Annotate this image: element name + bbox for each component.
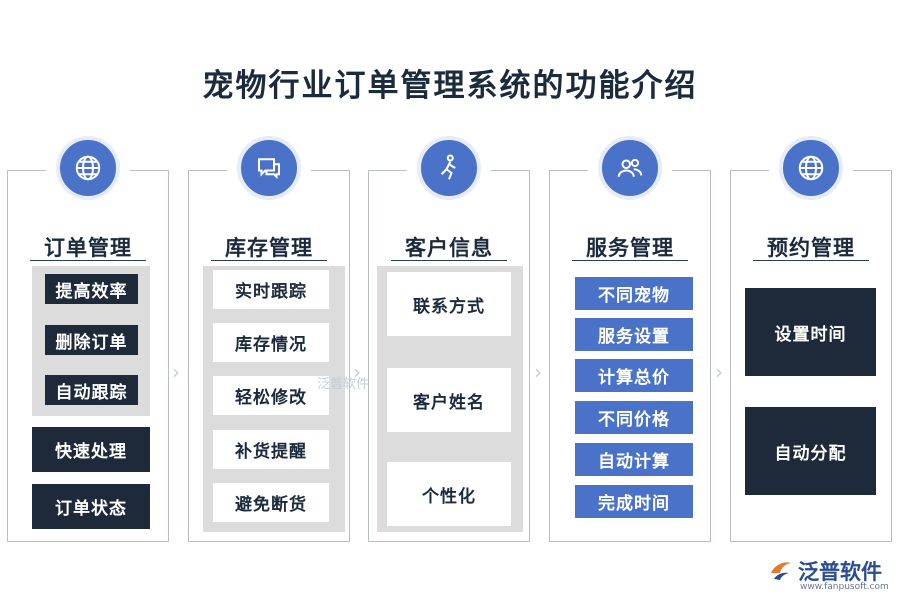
feature-box: 订单状态 (32, 484, 150, 529)
feature-box: 自动分配 (745, 407, 876, 495)
feature-box: 完成时间 (575, 485, 693, 518)
title-underline (391, 260, 507, 261)
title-underline (572, 260, 688, 261)
feature-box: 自动跟踪 (45, 375, 138, 405)
feature-box: 实时跟踪 (213, 270, 329, 309)
column-inventory-management: 库存管理 实时跟踪 库存情况 轻松修改 补货提醒 避免断货 (188, 136, 350, 542)
feature-box: 设置时间 (745, 288, 876, 376)
logo-icon (771, 562, 791, 580)
feature-box: 自动计算 (575, 443, 693, 476)
feature-box: 快速处理 (32, 427, 150, 472)
column-title: 预约管理 (767, 235, 855, 260)
page-title: 宠物行业订单管理系统的功能介绍 (202, 68, 698, 104)
brand-logo: 泛普软件 (768, 556, 882, 586)
feature-box: 计算总价 (575, 359, 693, 392)
globe-icon (779, 136, 843, 200)
feature-box: 客户姓名 (387, 368, 511, 432)
feature-box: 提高效率 (45, 274, 138, 304)
column-appointment-management: 预约管理 设置时间 自动分配 (730, 136, 892, 542)
feature-box: 个性化 (387, 462, 511, 526)
feature-box: 避免断货 (213, 483, 329, 522)
feature-box: 轻松修改 (213, 376, 329, 415)
feature-box: 服务设置 (575, 318, 693, 351)
title-underline (753, 260, 869, 261)
feature-box: 库存情况 (213, 323, 329, 362)
feature-box: 联系方式 (387, 272, 511, 336)
title-underline (211, 260, 327, 261)
column-order-management: 订单管理 提高效率 删除订单 自动跟踪 快速处理 订单状态 (7, 136, 169, 542)
chevron-right-icon: › (353, 360, 361, 384)
logo-url: www.fanpusoft.com (800, 582, 889, 592)
title-underline (30, 260, 146, 261)
column-customer-info: 客户信息 联系方式 客户姓名 个性化 (368, 136, 530, 542)
column-title: 订单管理 (44, 235, 132, 260)
column-title: 客户信息 (405, 235, 493, 260)
column-title: 服务管理 (586, 235, 674, 260)
globe-icon (56, 136, 120, 200)
chevron-right-icon: › (715, 360, 723, 384)
feature-box: 补货提醒 (213, 430, 329, 469)
watermark: 泛普软件 (317, 377, 370, 392)
users-icon (598, 136, 662, 200)
feature-box: 删除订单 (45, 325, 138, 355)
column-title: 库存管理 (225, 235, 313, 260)
chevron-right-icon: › (534, 360, 542, 384)
logo-text: 泛普软件 (798, 560, 882, 584)
column-service-management: 服务管理 不同宠物 服务设置 计算总价 不同价格 自动计算 完成时间 (549, 136, 711, 542)
person-icon (417, 136, 481, 200)
feature-box: 不同宠物 (575, 277, 693, 310)
chat-icon (237, 136, 301, 200)
chevron-right-icon: › (172, 360, 180, 384)
feature-box: 不同价格 (575, 401, 693, 434)
